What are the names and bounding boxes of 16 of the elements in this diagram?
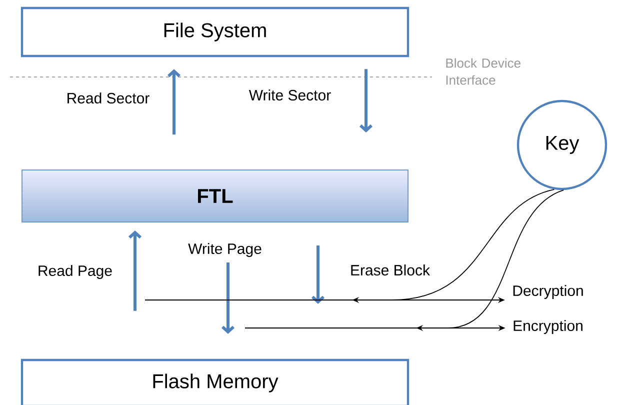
- edge-label: Read Page: [38, 265, 112, 279]
- layer-box: File System: [20, 6, 410, 58]
- arrow: [222, 262, 235, 334]
- arrow: [312, 246, 325, 304]
- edge-label: Erase Block: [351, 264, 430, 276]
- arrow: [360, 69, 373, 132]
- layer-box: FTL: [22, 170, 408, 222]
- edge-label: Read Sector: [68, 92, 150, 104]
- arrow: [128, 230, 142, 311]
- operation-label: Encryption: [514, 320, 582, 334]
- edge-label: Write Page: [188, 243, 262, 257]
- operation-label: Decryption: [513, 285, 583, 299]
- layer-box: Flash Memory: [20, 358, 410, 405]
- arrow: [168, 69, 181, 134]
- interface-label: Block Device Interface: [446, 58, 520, 85]
- edge-label: Write Sector: [248, 90, 331, 100]
